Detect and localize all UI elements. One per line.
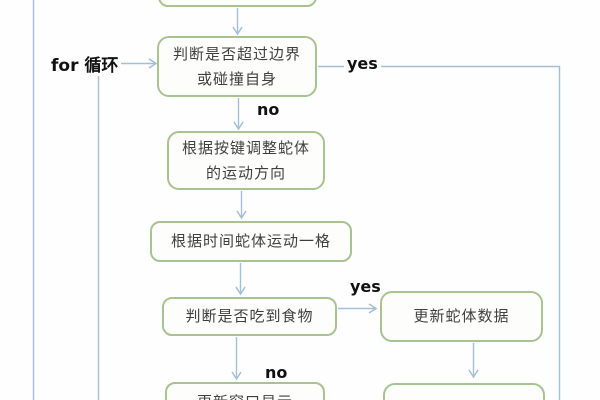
yes-top-line [318, 65, 561, 400]
label-yes-bottom: yes [350, 277, 381, 296]
node-adjust-direction-line1: 根据按键调整蛇体 [181, 138, 310, 157]
node-top-partial [158, 0, 317, 7]
label-yes-top: yes [344, 54, 381, 73]
label-for-loop: for 循环 [48, 51, 122, 76]
node-boundary-check-line2: 或碰撞自身 [196, 69, 277, 88]
node-boundary-check-line1: 判断是否超过边界 [172, 44, 301, 63]
node-update-window: 更新窗口显示 [165, 382, 325, 400]
node-food-check-text: 判断是否吃到食物 [185, 307, 314, 325]
node-update-snake-data-text: 更新蛇体数据 [413, 307, 510, 325]
node-adjust-direction-line2: 的运动方向 [205, 163, 286, 182]
node-boundary-check: 判断是否超过边界 或碰撞自身 [157, 36, 317, 97]
node-food-check: 判断是否吃到食物 [162, 297, 337, 336]
node-move-one-step: 根据时间蛇体运动一格 [150, 221, 352, 262]
node-adjust-direction: 根据按键调整蛇体 的运动方向 [167, 131, 325, 190]
node-update-snake-data: 更新蛇体数据 [380, 291, 543, 342]
node-move-one-step-text: 根据时间蛇体运动一格 [170, 232, 331, 250]
node-bottom-right-partial [383, 383, 545, 400]
label-no-bottom: no [265, 363, 288, 382]
node-update-window-text: 更新窗口显示 [197, 390, 293, 400]
label-no-top: no [257, 100, 280, 119]
